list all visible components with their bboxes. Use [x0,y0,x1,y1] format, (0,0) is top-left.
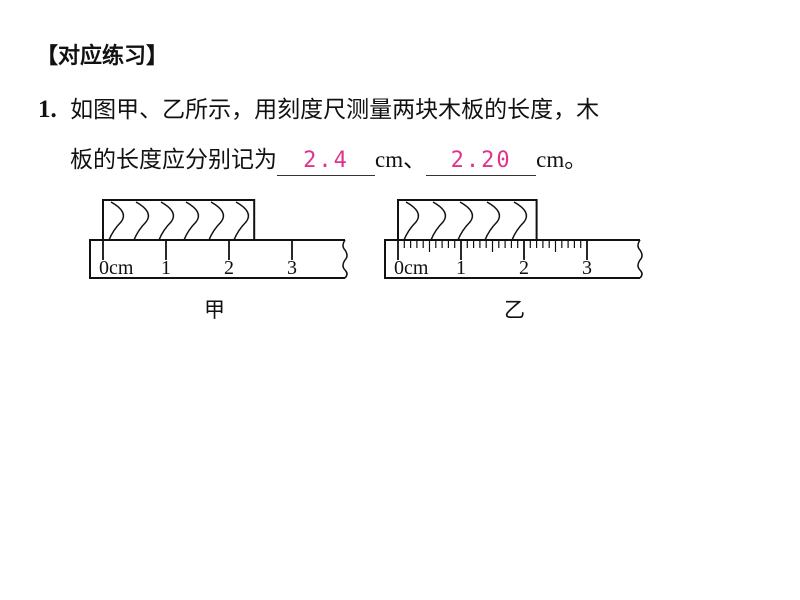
wood-grain [208,201,225,241]
unit-1: cm、 [375,147,427,172]
answer-blank-1: 2.4 [277,147,375,176]
caption-yi: 乙 [504,298,525,322]
wood-grain [457,201,474,241]
wood-grain [511,201,528,241]
ruler-break-edge [342,239,348,279]
tick-label: 0cm [99,257,134,279]
wood-grain [430,201,447,241]
tick-label: 3 [582,257,592,279]
question-number: 1. [38,96,57,123]
wood-grain [183,201,200,241]
wood-grain [133,201,150,241]
wood-grain [403,201,420,241]
tick-label: 1 [161,257,171,279]
question-text: 如图甲、乙所示，用刻度尺测量两块木板的长度，木 [70,97,600,123]
ruler-figure-yi: 0cm 1 2 3 [384,199,643,279]
wood-grain [484,201,501,241]
ruler-figure-jia: 0cm 1 2 3 [89,199,348,279]
wood-board [102,199,256,241]
wood-grain [108,201,125,241]
answer-blank-2: 2.20 [426,147,537,176]
question-text-2: 板的长度应分别记为 [70,147,277,173]
tick-label: 2 [224,257,234,279]
wood-grain [233,201,250,241]
tick-label: 3 [287,257,297,279]
question-line-1: 1. 如图甲、乙所示，用刻度尺测量两块木板的长度，木 [38,90,599,124]
caption-jia: 甲 [204,298,225,322]
tick-label: 2 [519,257,529,279]
tick-label: 1 [456,257,466,279]
section-heading: 【对应练习】 [36,44,169,69]
wood-grain [158,201,175,241]
tick-label: 0cm [394,257,429,279]
unit-2: cm。 [536,147,588,172]
ruler-break-edge [637,239,643,279]
